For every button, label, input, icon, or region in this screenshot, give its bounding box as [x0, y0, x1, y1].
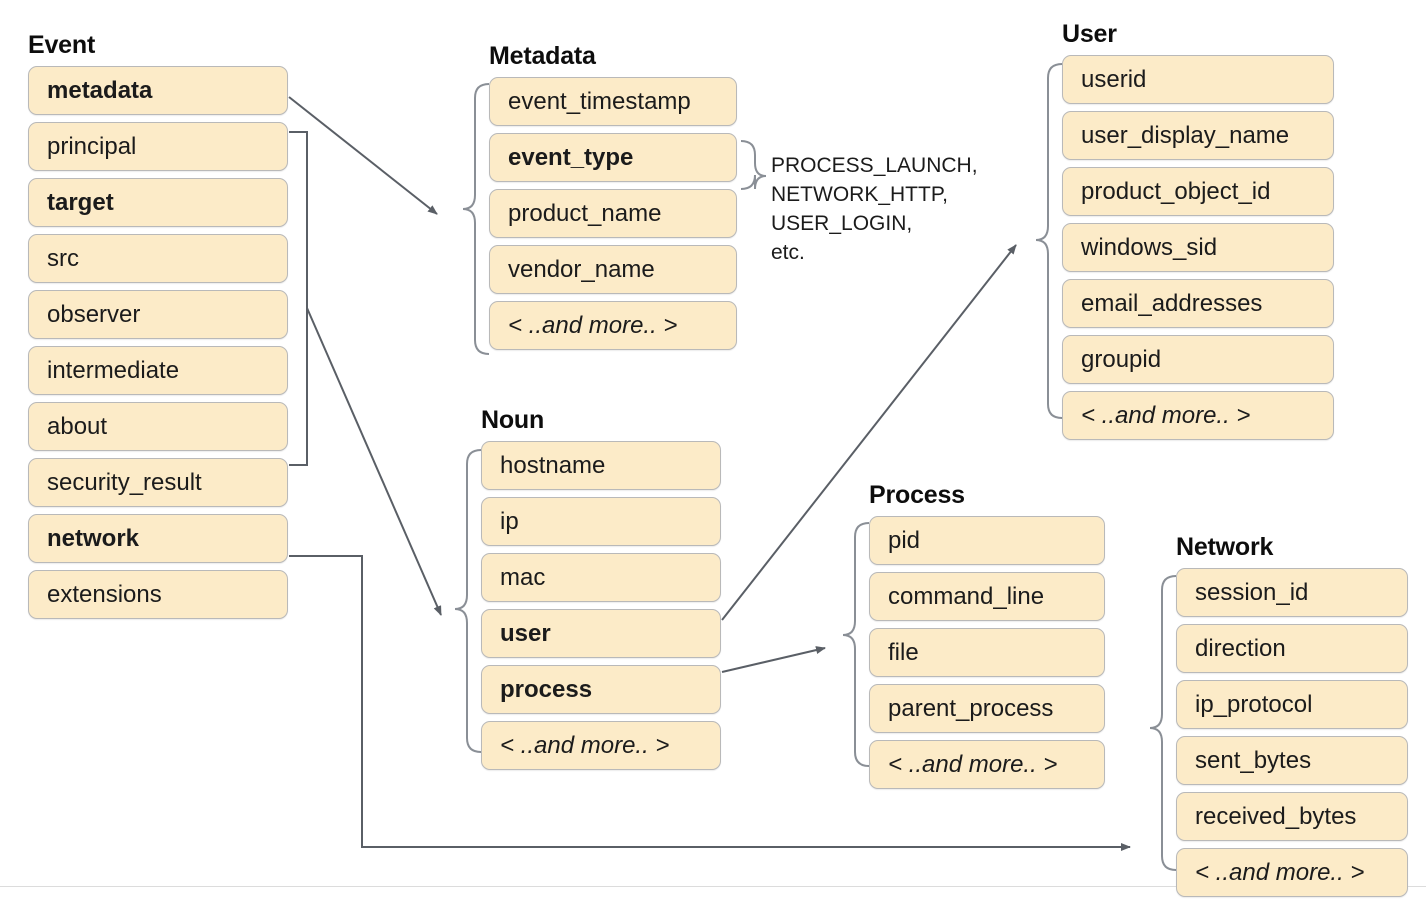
group-user: User userid user_display_name product_ob… [1062, 22, 1334, 440]
field-network-ip-protocol[interactable]: ip_protocol [1176, 680, 1408, 729]
field-user-groupid[interactable]: groupid [1062, 335, 1334, 384]
field-event-observer[interactable]: observer [28, 290, 288, 339]
field-list-event: metadata principal target src observer i… [28, 66, 288, 619]
group-event: Event metadata principal target src obse… [28, 33, 288, 619]
field-list-network: session_id direction ip_protocol sent_by… [1176, 568, 1408, 897]
field-network-session-id[interactable]: session_id [1176, 568, 1408, 617]
field-process-parent-process[interactable]: parent_process [869, 684, 1105, 733]
group-network: Network session_id direction ip_protocol… [1176, 535, 1408, 897]
field-noun-user[interactable]: user [481, 609, 721, 658]
field-list-process: pid command_line file parent_process < .… [869, 516, 1105, 789]
field-user-more[interactable]: < ..and more.. > [1062, 391, 1334, 440]
group-title-user: User [1062, 20, 1117, 48]
field-metadata-vendor-name[interactable]: vendor_name [489, 245, 737, 294]
link-process-to-process [721, 646, 826, 673]
field-user-windows-sid[interactable]: windows_sid [1062, 223, 1334, 272]
field-user-userid[interactable]: userid [1062, 55, 1334, 104]
field-process-file[interactable]: file [869, 628, 1105, 677]
field-event-src[interactable]: src [28, 234, 288, 283]
noun-group-brace [454, 449, 482, 753]
field-event-intermediate[interactable]: intermediate [28, 346, 288, 395]
field-noun-mac[interactable]: mac [481, 553, 721, 602]
metadata-group-brace [462, 83, 490, 355]
field-process-command-line[interactable]: command_line [869, 572, 1105, 621]
event-noun-bracket [289, 131, 308, 466]
field-network-sent-bytes[interactable]: sent_bytes [1176, 736, 1408, 785]
field-list-metadata: event_timestamp event_type product_name … [489, 77, 737, 350]
field-noun-ip[interactable]: ip [481, 497, 721, 546]
bottom-divider [0, 886, 1426, 887]
field-process-pid[interactable]: pid [869, 516, 1105, 565]
field-event-security-result[interactable]: security_result [28, 458, 288, 507]
link-target-to-noun [306, 307, 442, 616]
field-user-user-display-name[interactable]: user_display_name [1062, 111, 1334, 160]
field-list-user: userid user_display_name product_object_… [1062, 55, 1334, 440]
field-process-more[interactable]: < ..and more.. > [869, 740, 1105, 789]
group-noun: Noun hostname ip mac user process < ..an… [481, 408, 721, 770]
field-network-direction[interactable]: direction [1176, 624, 1408, 673]
network-group-brace [1149, 575, 1177, 871]
field-network-received-bytes[interactable]: received_bytes [1176, 792, 1408, 841]
field-metadata-more[interactable]: < ..and more.. > [489, 301, 737, 350]
group-metadata: Metadata event_timestamp event_type prod… [489, 44, 737, 350]
field-user-product-object-id[interactable]: product_object_id [1062, 167, 1334, 216]
event-type-examples-note: PROCESS_LAUNCH, NETWORK_HTTP, USER_LOGIN… [771, 154, 978, 264]
group-process: Process pid command_line file parent_pro… [869, 483, 1105, 789]
field-noun-hostname[interactable]: hostname [481, 441, 721, 490]
group-title-metadata: Metadata [489, 42, 596, 70]
link-metadata-to-metadata [288, 96, 438, 215]
group-title-noun: Noun [481, 406, 545, 434]
group-title-network: Network [1176, 533, 1274, 561]
group-title-process: Process [869, 481, 965, 509]
field-metadata-event-timestamp[interactable]: event_timestamp [489, 77, 737, 126]
field-user-email-addresses[interactable]: email_addresses [1062, 279, 1334, 328]
field-event-target[interactable]: target [28, 178, 288, 227]
event-type-brace [740, 140, 767, 190]
field-noun-more[interactable]: < ..and more.. > [481, 721, 721, 770]
field-event-about[interactable]: about [28, 402, 288, 451]
field-noun-process[interactable]: process [481, 665, 721, 714]
group-title-event: Event [28, 31, 96, 59]
field-network-more[interactable]: < ..and more.. > [1176, 848, 1408, 897]
field-event-extensions[interactable]: extensions [28, 570, 288, 619]
user-group-brace [1035, 63, 1063, 419]
field-list-noun: hostname ip mac user process < ..and mor… [481, 441, 721, 770]
field-metadata-product-name[interactable]: product_name [489, 189, 737, 238]
field-event-principal[interactable]: principal [28, 122, 288, 171]
process-group-brace [842, 522, 870, 767]
field-metadata-event-type[interactable]: event_type [489, 133, 737, 182]
field-event-network[interactable]: network [28, 514, 288, 563]
field-event-metadata[interactable]: metadata [28, 66, 288, 115]
